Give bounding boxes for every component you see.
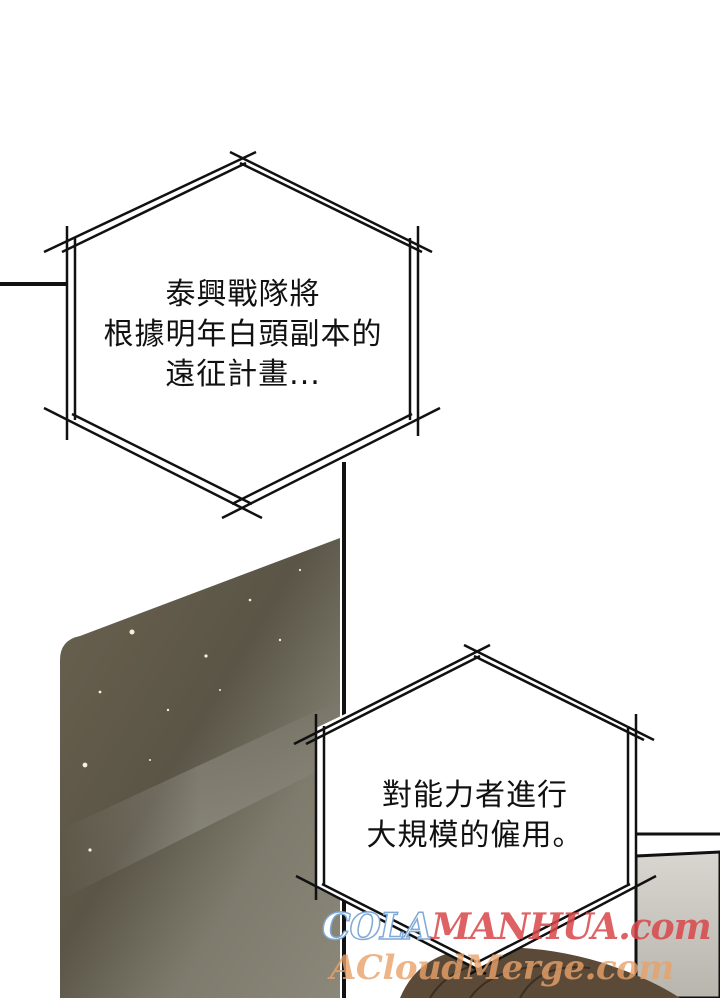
bubble-1-line-1: 泰興戰隊將 xyxy=(165,277,321,312)
watermark-line-2: ACloudMerge.com xyxy=(330,948,674,988)
bubble-2-line-2: 大規模的僱用。 xyxy=(366,818,584,853)
watermark-dotcom: .com xyxy=(618,906,712,948)
watermark-manhua: MANHUA xyxy=(431,906,619,948)
bubble-1-line-3: 遠征計畫... xyxy=(165,357,321,392)
background-panel-right xyxy=(634,850,720,998)
speech-bubble-2-text: 對能力者進行 大規模的僱用。 xyxy=(340,776,610,856)
speech-bubble-2-frame xyxy=(293,643,657,976)
bubble-2-line-1: 對能力者進行 xyxy=(382,778,568,813)
screen-shine xyxy=(60,700,340,900)
bubble-1-line-2: 根據明年白頭副本的 xyxy=(103,317,383,352)
speech-bubble-1-frame xyxy=(43,150,441,520)
screen-sparkles xyxy=(82,568,302,852)
watermark-line-1: COLAMANHUA.com xyxy=(321,905,712,949)
speech-bubble-1-text: 泰興戰隊將 根據明年白頭副本的 遠征計畫... xyxy=(88,275,398,395)
watermark-cola: COLA xyxy=(321,905,433,949)
